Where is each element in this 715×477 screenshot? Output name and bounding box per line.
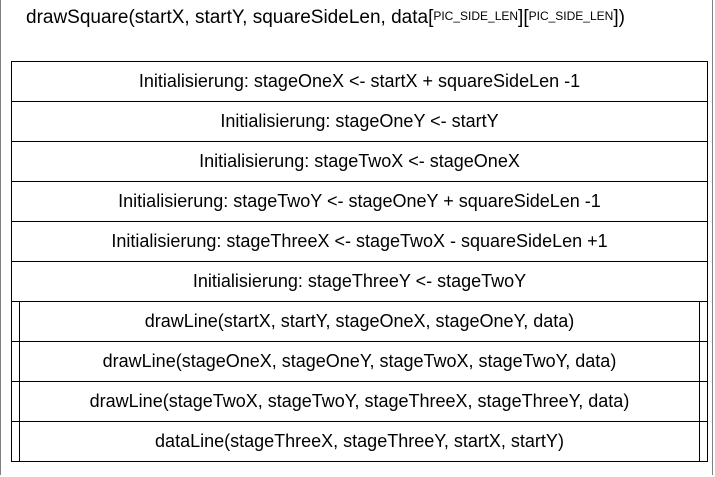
statement-block: Initialisierung: stageTwoY <- stageOneY … xyxy=(12,182,707,222)
signature-suffix: ) xyxy=(618,7,625,28)
statement-block: Initialisierung: stageThreeX <- stageTwo… xyxy=(12,222,707,262)
statement-block: Initialisierung: stageThreeY <- stageTwo… xyxy=(12,262,707,302)
statement-block: Initialisierung: stageOneX <- startX + s… xyxy=(12,62,707,102)
call-text: drawLine(startX, startY, stageOneX, stag… xyxy=(144,311,575,331)
statement-block: Initialisierung: stageOneY <- startY xyxy=(12,102,707,142)
call-text: drawLine(stageTwoX, stageTwoY, stageThre… xyxy=(89,391,630,411)
subroutine-call-block: drawLine(stageOneX, stageOneY, stageTwoX… xyxy=(12,342,707,382)
call-text: dataLine(stageThreeX, stageThreeY, start… xyxy=(155,431,564,451)
call-text: drawLine(stageOneX, stageOneY, stageTwoX… xyxy=(102,351,617,371)
statement-text: Initialisierung: stageThreeY <- stageTwo… xyxy=(192,271,527,291)
statement-text: Initialisierung: stageOneX <- startX + s… xyxy=(138,71,581,91)
statement-text: Initialisierung: stageThreeX <- stageTwo… xyxy=(111,231,608,251)
signature-prefix: drawSquare(startX, startY, squareSideLen… xyxy=(26,7,429,28)
array-dimension-1: PIC_SIDE_LEN xyxy=(433,9,519,23)
statement-block: Initialisierung: stageTwoX <- stageOneX xyxy=(12,142,707,182)
statement-text: Initialisierung: stageOneY <- startY xyxy=(220,111,499,131)
statement-text: Initialisierung: stageTwoX <- stageOneX xyxy=(199,151,520,171)
structogram: Initialisierung: stageOneX <- startX + s… xyxy=(11,61,708,462)
statement-text: Initialisierung: stageTwoY <- stageOneY … xyxy=(118,191,601,211)
subroutine-call-block: drawLine(stageTwoX, stageTwoY, stageThre… xyxy=(12,382,707,422)
array-dimension-2: PIC_SIDE_LEN xyxy=(528,9,614,23)
subroutine-call-block: dataLine(stageThreeX, stageThreeY, start… xyxy=(12,422,707,462)
function-signature: drawSquare(startX, startY, squareSideLen… xyxy=(26,7,625,28)
subroutine-call-block: drawLine(startX, startY, stageOneX, stag… xyxy=(12,302,707,342)
